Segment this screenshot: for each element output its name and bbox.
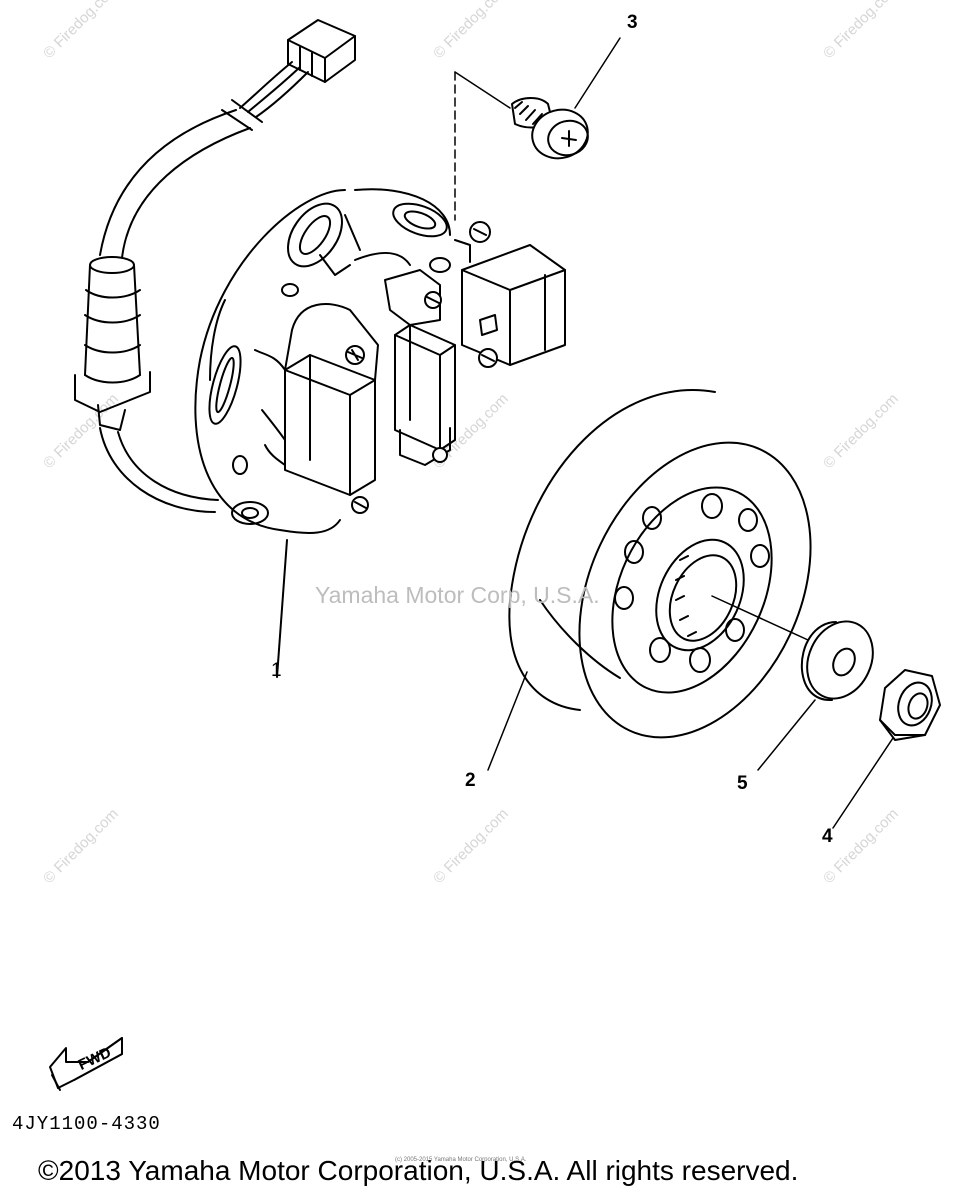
wire-connector bbox=[287, 19, 356, 83]
stator-plate bbox=[194, 189, 346, 534]
center-watermark: Yamaha Motor Corp, U.S.A. bbox=[315, 582, 600, 608]
callout-3: 3 bbox=[627, 12, 638, 33]
leader-line-2 bbox=[487, 671, 528, 771]
nut bbox=[832, 669, 941, 829]
part-code: 4JY1100-4330 bbox=[12, 1113, 161, 1135]
callout-2: 2 bbox=[465, 770, 476, 791]
leader-line-4 bbox=[832, 737, 894, 829]
right-coil bbox=[384, 269, 456, 466]
rotor-flywheel bbox=[487, 389, 812, 771]
leader-line-1 bbox=[276, 539, 288, 678]
fwd-arrow-icon bbox=[49, 1037, 123, 1091]
pickup-coil bbox=[454, 221, 566, 368]
callout-1: 1 bbox=[271, 660, 282, 681]
grommet bbox=[74, 256, 151, 431]
leader-line-3 bbox=[574, 37, 621, 109]
washer bbox=[757, 620, 874, 771]
stator-assembly bbox=[74, 19, 566, 534]
callout-4: 4 bbox=[822, 826, 833, 847]
callout-5: 5 bbox=[737, 773, 748, 794]
leader-line-5 bbox=[757, 699, 816, 771]
copyright-notice: ©2013 Yamaha Motor Corporation, U.S.A. A… bbox=[38, 1155, 799, 1186]
screw bbox=[454, 37, 621, 221]
left-coil bbox=[254, 303, 379, 514]
small-copyright: (c) 2005-2015 Yamaha Motor Corporation, … bbox=[395, 1157, 527, 1163]
